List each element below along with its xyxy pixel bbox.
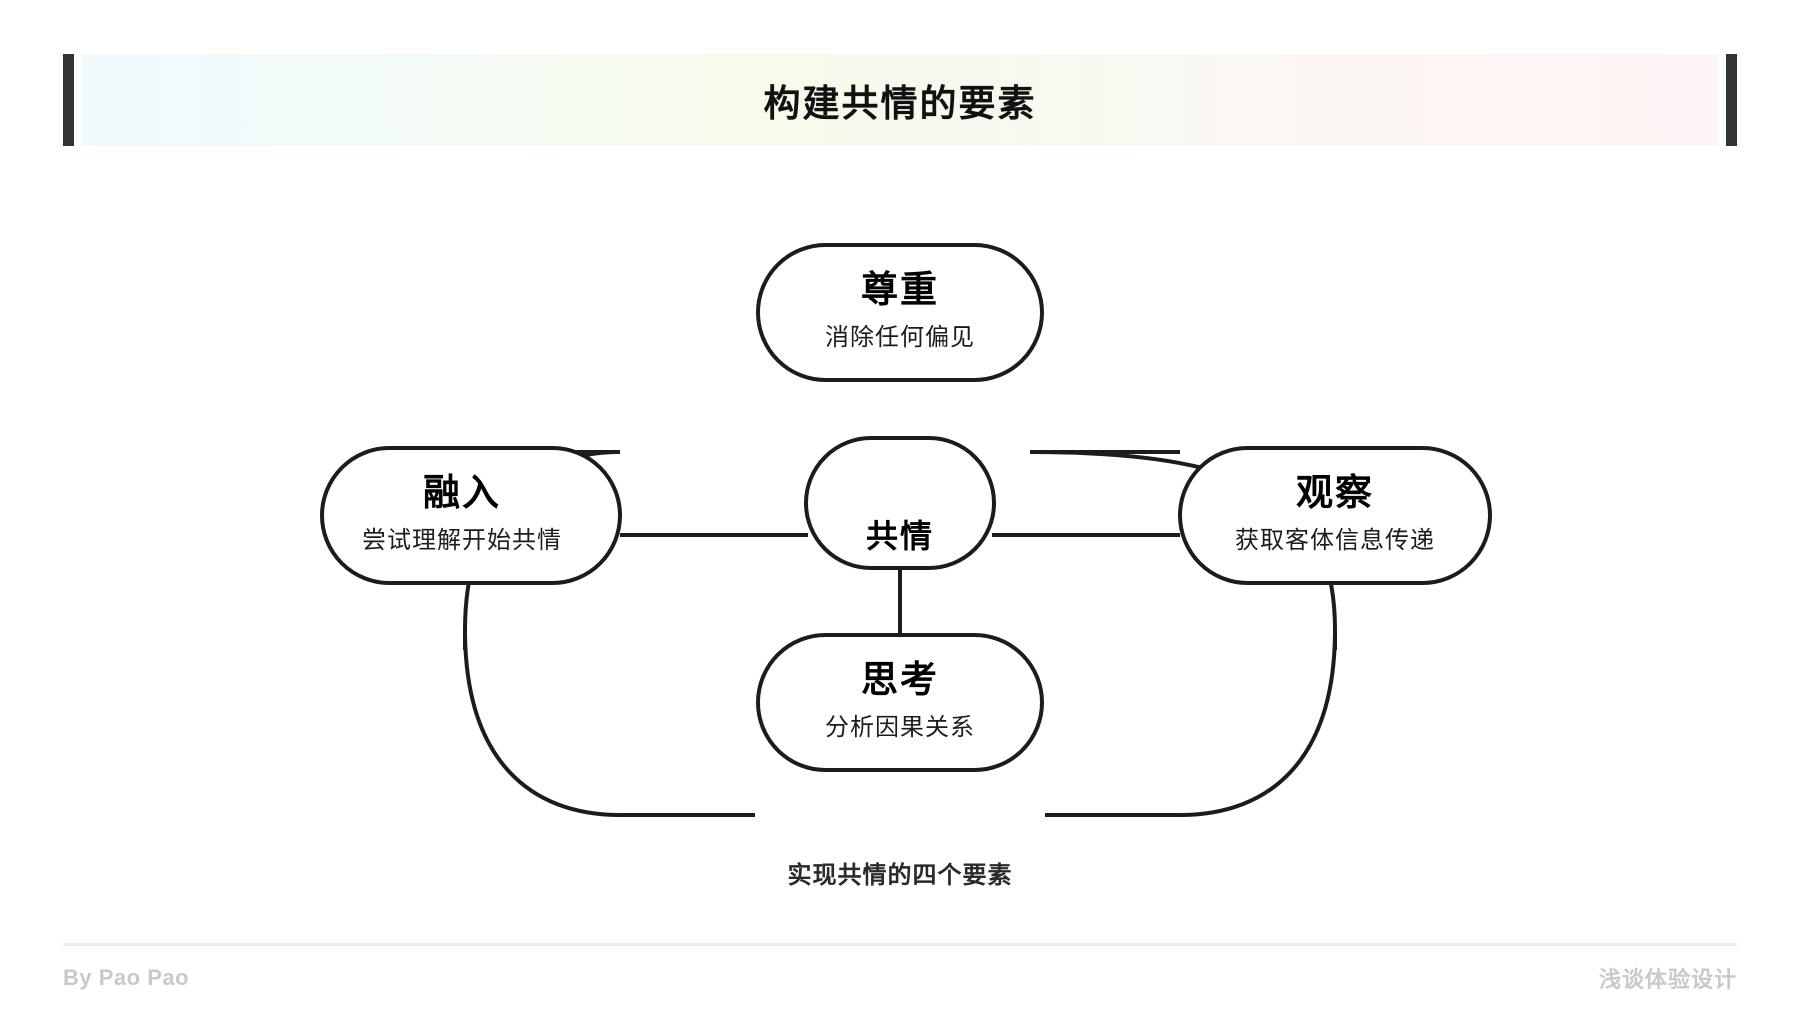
node-immerse[interactable]: 融入 尝试理解开始共情: [320, 446, 622, 585]
link-left-to-bottom: [463, 629, 755, 817]
node-empathy-center-shape: [804, 436, 996, 570]
node-immerse-subtitle: 尝试理解开始共情: [362, 527, 562, 554]
node-think-shape: [756, 633, 1044, 772]
header-accent-bar-left: [63, 54, 74, 146]
footer-author: By Pao Pao: [63, 965, 190, 990]
node-respect-title: 尊重: [861, 269, 939, 310]
footer-series-label: 浅谈体验设计: [1598, 967, 1737, 992]
node-empathy-center[interactable]: 共情: [804, 436, 996, 570]
header-gradient-band: [82, 54, 1718, 146]
node-observe-subtitle: 获取客体信息传递: [1235, 527, 1435, 554]
node-observe-shape: [1178, 446, 1492, 585]
node-immerse-title: 融入: [423, 472, 501, 513]
footer-divider: [63, 943, 1737, 946]
empathy-diagram: 尊重 消除任何偏见 共情 融入 尝试理解开始共情 观察 获取客体信息传递 思考 …: [0, 180, 1800, 840]
node-empathy-center-title: 共情: [866, 518, 934, 554]
header-banner: 构建共情的要素: [0, 54, 1800, 146]
page-title: 构建共情的要素: [763, 83, 1037, 124]
node-respect[interactable]: 尊重 消除任何偏见: [756, 243, 1044, 382]
node-think-subtitle: 分析因果关系: [825, 714, 975, 741]
node-respect-subtitle: 消除任何偏见: [825, 324, 975, 351]
node-think[interactable]: 思考 分析因果关系: [756, 633, 1044, 772]
node-think-title: 思考: [861, 659, 939, 700]
diagram-caption: 实现共情的四个要素: [787, 862, 1013, 889]
header-accent-bar-right: [1726, 54, 1737, 146]
node-observe-title: 观察: [1296, 472, 1374, 513]
footer: By Pao Pao 浅谈体验设计: [63, 958, 1737, 998]
node-immerse-shape: [320, 446, 622, 585]
node-observe[interactable]: 观察 获取客体信息传递: [1178, 446, 1492, 585]
link-bottom-to-right: [1045, 629, 1337, 817]
node-respect-shape: [756, 243, 1044, 382]
